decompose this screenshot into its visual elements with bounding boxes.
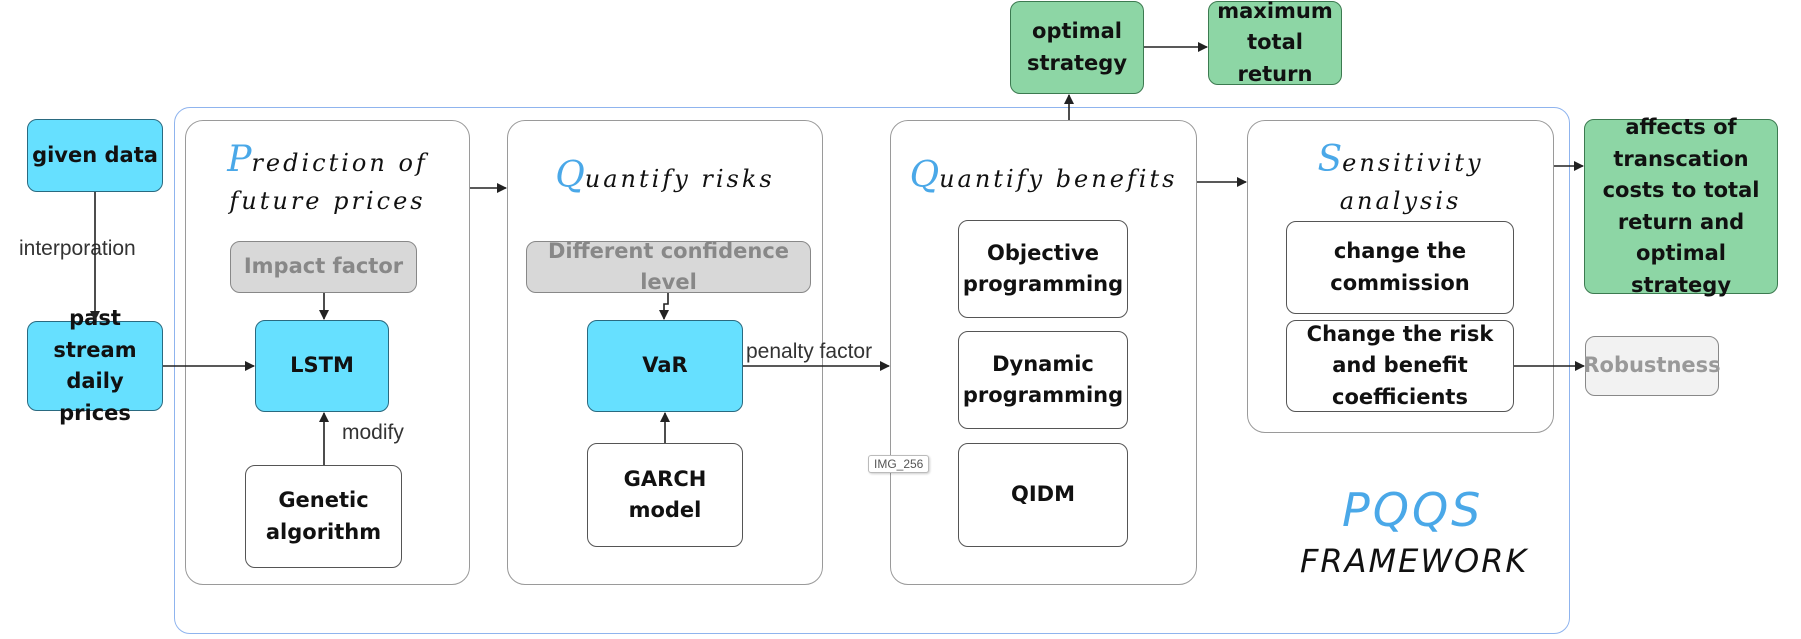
qidm-node: QIDM	[958, 443, 1128, 547]
risks-panel	[507, 120, 823, 585]
robustness-node: Robustness	[1583, 336, 1721, 396]
framework-brand-subtitle: FRAMEWORK	[1300, 542, 1529, 580]
benefits-title-initial: Q	[909, 155, 940, 196]
image-id-tag: IMG_256	[868, 455, 930, 473]
maximum-return-node: maximum total return	[1208, 0, 1342, 86]
prediction-panel	[185, 120, 470, 585]
framework-brand-title: PQQS	[1342, 483, 1484, 537]
risks-title-initial: Q	[555, 155, 585, 196]
sensitivity-title-initial: S	[1317, 139, 1343, 180]
penalty-factor-label: penalty factor	[746, 340, 873, 363]
change-risk-node: Change the risk and benefit coefficients	[1286, 320, 1514, 412]
framework-outline	[174, 107, 1570, 634]
benefits-panel-title: Quantify benefits	[897, 152, 1190, 201]
benefits-panel	[890, 120, 1197, 585]
optimal-strategy-node: optimal strategy	[1010, 1, 1144, 94]
impact-factor-node: Impact factor	[230, 241, 417, 293]
prediction-panel-title: Prediction of future prices	[195, 136, 460, 217]
given-data-node: given data	[27, 119, 163, 192]
sensitivity-title-rest: ensitivity analysis	[1339, 149, 1484, 215]
transaction-costs-effects-node: affects of transcation costs to total re…	[1584, 115, 1778, 297]
dynamic-programming-node: Dynamic programming	[958, 331, 1128, 429]
change-commission-node: change the commission	[1286, 221, 1514, 314]
arrow-confidence-to-var	[659, 293, 669, 320]
garch-model-node: GARCH model	[587, 443, 743, 547]
sensitivity-panel	[1247, 120, 1554, 433]
modify-label: modify	[342, 421, 404, 444]
risks-panel-title: Quantify risks	[517, 152, 813, 201]
risks-title-rest: uantify risks	[584, 165, 775, 193]
var-node: VaR	[587, 320, 743, 412]
interporation-label: interporation	[19, 237, 136, 260]
objective-programming-node: Objective programming	[958, 220, 1128, 318]
benefits-title-rest: uantify benefits	[939, 165, 1178, 193]
prediction-title-rest: rediction of future prices	[229, 149, 428, 215]
confidence-level-node: Different confidence level	[526, 239, 811, 294]
prediction-title-initial: P	[227, 139, 252, 180]
sensitivity-panel-title: Sensitivity analysis	[1270, 136, 1531, 217]
lstm-node: LSTM	[255, 320, 389, 412]
genetic-algorithm-node: Genetic algorithm	[245, 465, 402, 568]
